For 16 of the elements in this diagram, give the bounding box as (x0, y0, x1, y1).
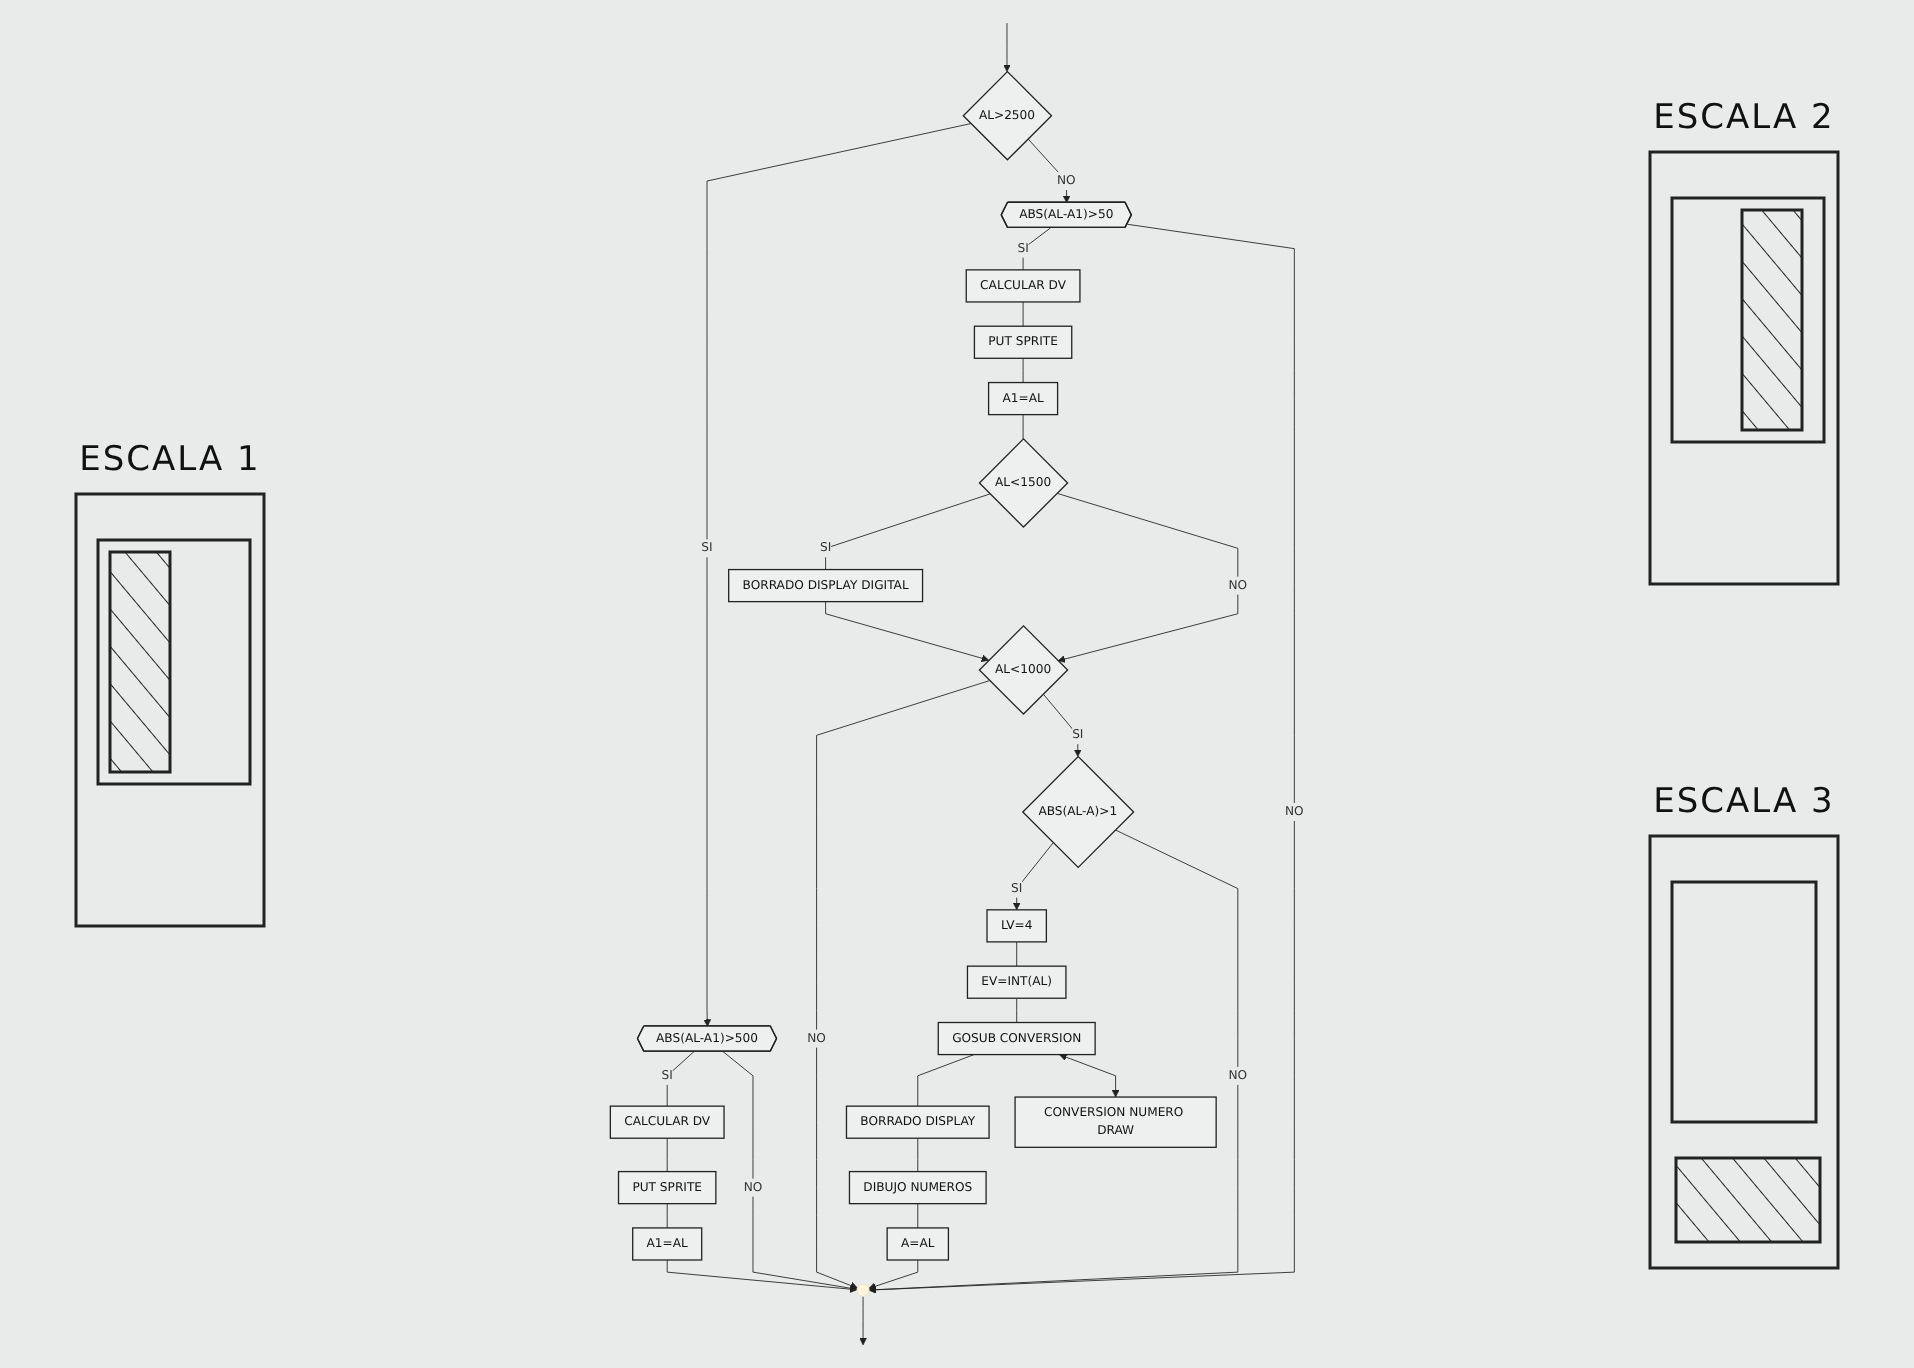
connector (1016, 941, 1018, 967)
connector (917, 1137, 919, 1172)
connector (1022, 301, 1024, 327)
connector (666, 1051, 695, 1107)
connector (666, 1203, 668, 1229)
connector (1022, 357, 1024, 383)
scale-caption: ESCALA 2 (1653, 98, 1835, 138)
scale-caption: ESCALA 1 (79, 440, 261, 480)
connector (1016, 997, 1018, 1023)
connector (917, 1054, 975, 1107)
connector (1022, 227, 1052, 271)
connector (917, 1203, 919, 1229)
connector (666, 1137, 668, 1172)
connector (1022, 414, 1024, 440)
scale-caption: ESCALA 3 (1653, 782, 1835, 822)
connector (825, 493, 991, 570)
